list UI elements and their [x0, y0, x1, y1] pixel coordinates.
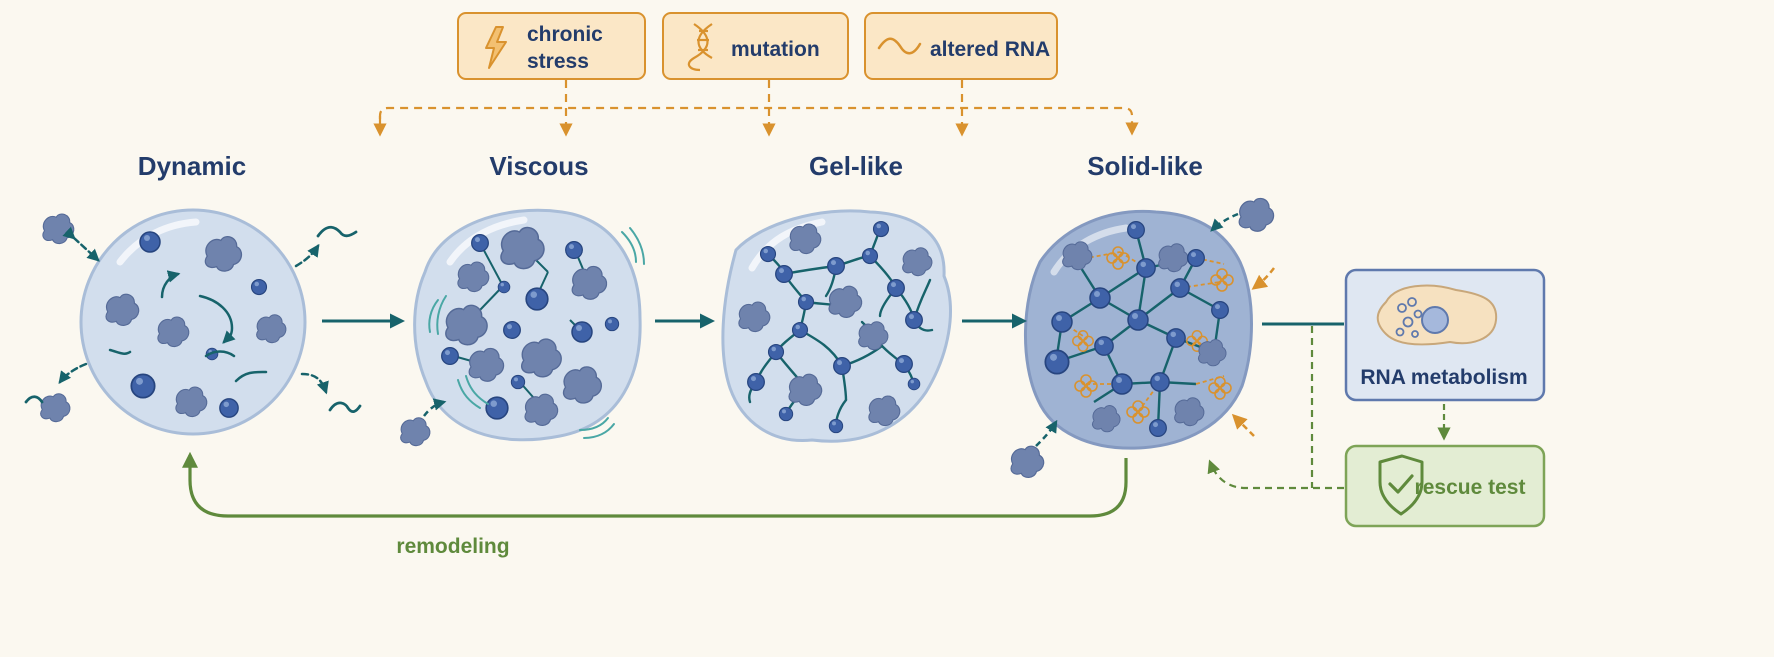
network-node: [1136, 258, 1156, 278]
droplet-gel-like: [721, 209, 952, 443]
protein-ball: [139, 231, 161, 253]
chronic-stress-label-line1: chronic: [527, 23, 603, 46]
cell-icon: [1376, 284, 1498, 346]
network-node: [861, 247, 879, 265]
chronic-stress-label-line2: stress: [527, 50, 589, 73]
free-protein-blob: [42, 213, 75, 245]
rna-metabolism-panel: RNA metabolism: [1344, 268, 1546, 402]
solid-like-external: [1010, 197, 1275, 478]
state-title-solid-like: Solid-like: [1087, 151, 1203, 181]
shield-check-icon: [1378, 454, 1424, 516]
rna-wave-icon: [877, 37, 922, 55]
free-protein-blob: [1238, 197, 1275, 232]
network-node: [1127, 221, 1145, 239]
network-node: [775, 265, 793, 283]
network-node: [828, 418, 844, 434]
network-node: [747, 373, 765, 391]
network-node: [872, 220, 890, 238]
protein-ball: [130, 373, 156, 399]
remodeling-arrow: remodeling: [182, 451, 1128, 558]
droplet-solid-like: [1023, 209, 1253, 450]
protein-ball: [565, 241, 583, 259]
protein-ball: [510, 374, 526, 390]
stressor-chronic-stress-box: chronic stress: [457, 12, 646, 80]
network-node: [905, 311, 923, 329]
network-node: [827, 257, 845, 275]
free-protein-blob: [400, 417, 431, 447]
network-node: [1089, 287, 1111, 309]
internal-motion-arrows: [108, 270, 268, 383]
network-node: [1127, 309, 1149, 331]
rna-metabolism-label: RNA metabolism: [1360, 366, 1527, 389]
droplet-dynamic: [79, 208, 307, 436]
protein-ball: [485, 396, 509, 420]
network-node: [767, 343, 785, 361]
protein-ball: [571, 321, 593, 343]
vibration-marks: [428, 227, 645, 439]
altered-rna-label: altered RNA: [930, 38, 1050, 61]
state-title-dynamic: Dynamic: [138, 151, 246, 181]
network-node: [1166, 328, 1186, 348]
remodeling-label: remodeling: [396, 535, 509, 558]
rescue-test-label: rescue test: [1415, 476, 1526, 499]
network-node: [1044, 349, 1070, 375]
network-node: [1051, 311, 1073, 333]
network-node: [887, 279, 905, 297]
network-node: [1187, 249, 1205, 267]
network-node: [895, 355, 913, 373]
protein-ball: [497, 280, 511, 294]
network-node: [1094, 336, 1114, 356]
protein-ball: [604, 316, 620, 332]
network-node: [1111, 373, 1133, 395]
dynamic-exchange: [24, 213, 362, 423]
free-protein-blob: [40, 393, 71, 423]
lightning-bolt-icon: [485, 26, 507, 69]
droplet-viscous: [413, 208, 645, 442]
stressor-mutation-box: mutation: [662, 12, 849, 80]
state-title-viscous: Viscous: [489, 151, 588, 181]
viscous-exchange: [400, 398, 447, 447]
network-node: [1211, 301, 1229, 319]
stressor-influence-arrows: [373, 80, 1139, 137]
rescue-feedback-arrows: [1207, 326, 1344, 490]
network-node: [1150, 372, 1170, 392]
rescue-test-panel: rescue test: [1344, 444, 1546, 528]
protein-ball: [250, 278, 268, 296]
protein-ball: [441, 347, 459, 365]
network-node: [1149, 419, 1167, 437]
network-node: [797, 293, 815, 311]
mutation-label: mutation: [731, 38, 820, 61]
protein-ball: [525, 287, 549, 311]
network-node: [778, 406, 794, 422]
protein-ball: [503, 321, 521, 339]
protein-ball: [471, 234, 489, 252]
stressor-altered-rna-box: altered RNA: [864, 12, 1058, 80]
network-node: [1170, 278, 1190, 298]
dna-helix-icon: [687, 23, 713, 72]
network-node: [791, 321, 809, 339]
free-protein-blob: [1010, 445, 1045, 478]
network-node: [759, 245, 777, 263]
state-title-gel-like: Gel-like: [809, 151, 903, 181]
network-node: [907, 377, 921, 391]
network-node: [833, 357, 851, 375]
protein-ball: [219, 398, 239, 418]
